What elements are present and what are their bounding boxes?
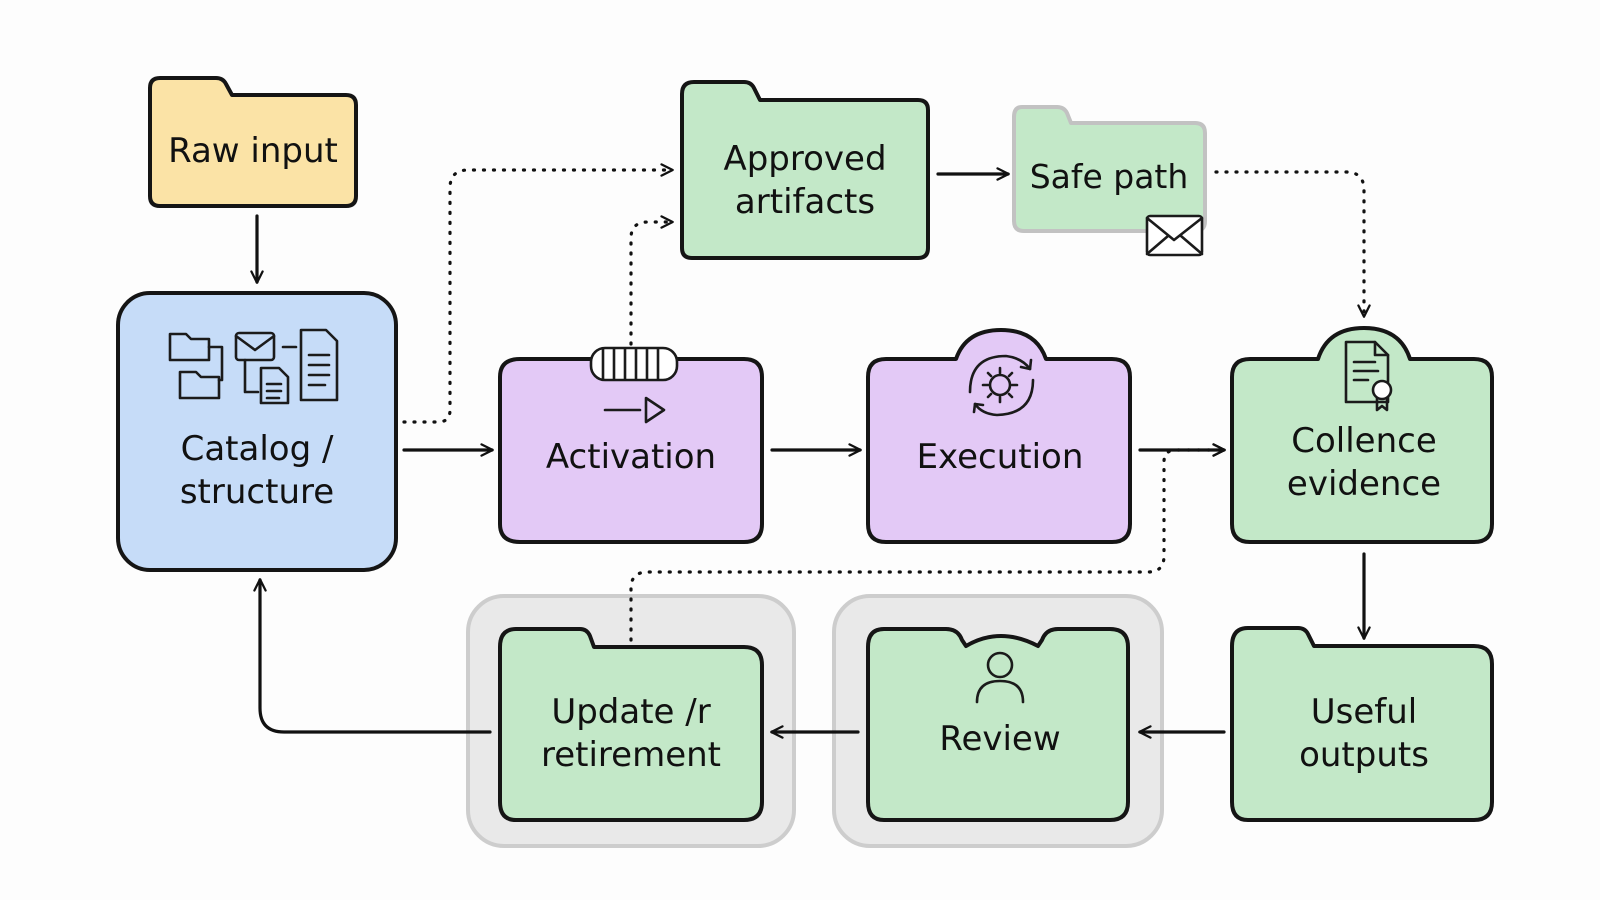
edge-update-to-evidence <box>629 443 1226 642</box>
approved-artifacts-label-line2: artifacts <box>735 182 875 222</box>
envelope-icon <box>1145 214 1204 257</box>
safe-path-folder <box>1012 105 1207 233</box>
execution-node[interactable]: Execution <box>866 328 1132 544</box>
evidence-label-line1: Collence <box>1291 421 1437 461</box>
raw-input-node[interactable]: Raw input <box>148 76 358 208</box>
useful-outputs-label-line1: Useful <box>1311 692 1417 732</box>
catalog-node[interactable]: Catalog / structure <box>116 291 398 572</box>
catalog-label-line2: structure <box>180 472 334 512</box>
raw-input-label: Raw input <box>168 131 338 171</box>
edge-safe-to-evidence <box>1214 170 1371 318</box>
execution-folder <box>866 328 1132 544</box>
review-node[interactable]: Review <box>866 627 1130 822</box>
activation-label: Activation <box>546 437 716 477</box>
update-retirement-node[interactable]: Update /r retirement <box>498 627 764 822</box>
approved-artifacts-folder <box>680 80 930 260</box>
update-retirement-label-line1: Update /r <box>551 692 710 732</box>
update-retirement-folder <box>498 627 764 822</box>
useful-outputs-node[interactable]: Useful outputs <box>1230 626 1494 822</box>
approved-artifacts-node[interactable]: Approved artifacts <box>680 80 930 260</box>
edge-activation-to-approved <box>629 215 674 346</box>
file-tree-icon <box>168 328 339 405</box>
activation-folder <box>498 357 764 544</box>
certificate-icon <box>1344 340 1393 412</box>
review-folder <box>866 627 1130 822</box>
evidence-node[interactable]: Collence evidence <box>1230 326 1494 544</box>
edge-catalog-to-approved <box>402 163 674 424</box>
evidence-folder <box>1230 326 1494 544</box>
queue-arrow-icon <box>589 346 679 424</box>
approved-artifacts-label-line1: Approved <box>723 139 886 179</box>
execution-label: Execution <box>917 437 1084 477</box>
catalog-label-line1: Catalog / <box>181 429 334 469</box>
activation-node[interactable]: Activation <box>498 346 764 544</box>
useful-outputs-folder <box>1230 626 1494 822</box>
raw-input-folder <box>148 76 358 208</box>
gear-cycle-icon <box>968 354 1035 417</box>
update-retirement-label-line2: retirement <box>541 735 721 775</box>
person-icon <box>975 651 1025 704</box>
review-label: Review <box>939 719 1060 759</box>
safe-path-node[interactable]: Safe path <box>1012 105 1207 257</box>
useful-outputs-label-line2: outputs <box>1299 735 1429 775</box>
catalog-box <box>116 291 398 572</box>
safe-path-label: Safe path <box>1030 157 1189 196</box>
edge-update-to-catalog <box>253 578 492 734</box>
evidence-label-line2: evidence <box>1287 464 1441 504</box>
